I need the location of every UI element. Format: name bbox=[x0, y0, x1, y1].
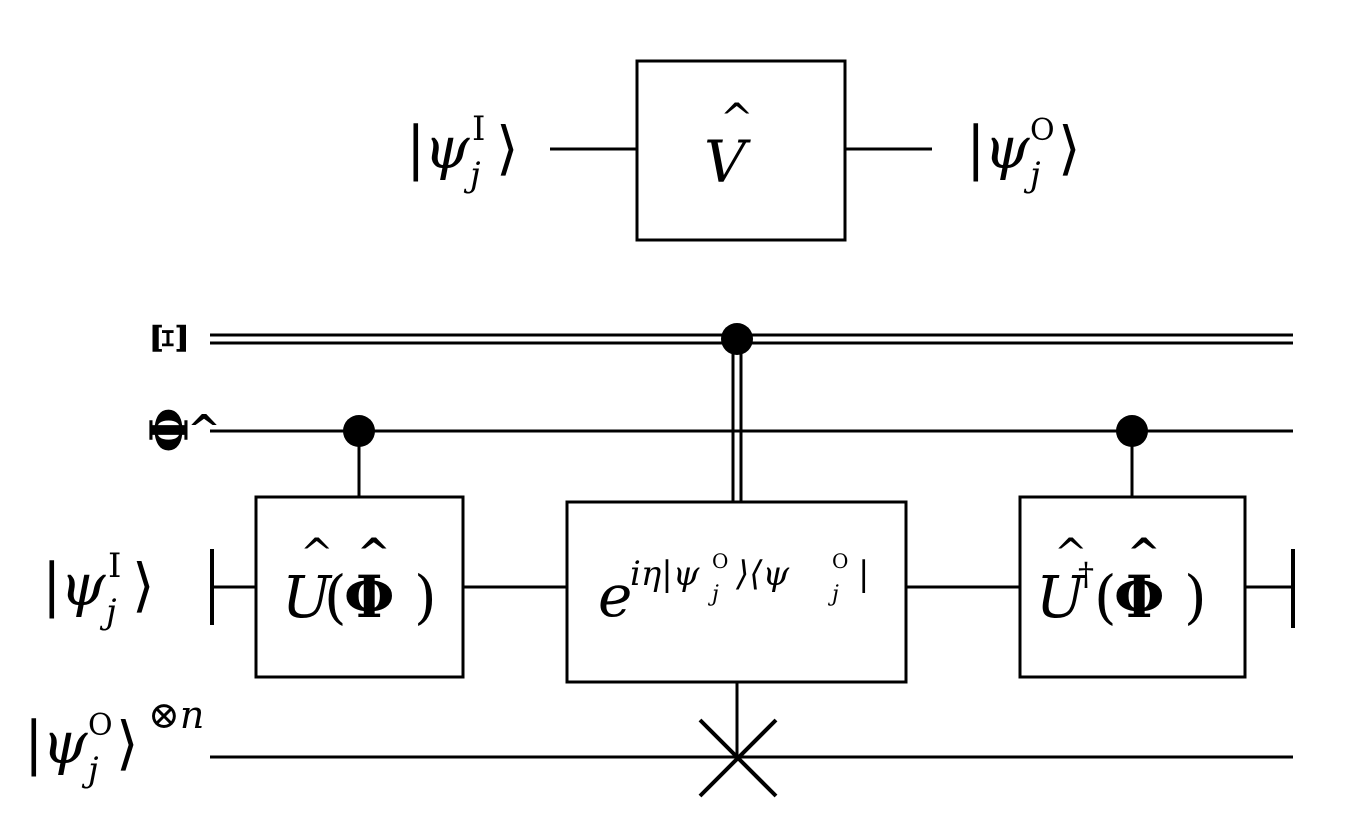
exp-mid: ⟩⟨ψ bbox=[735, 554, 790, 594]
exp-base: e bbox=[598, 562, 632, 630]
udag-symbol: U bbox=[1036, 563, 1087, 631]
psi-out-n-ket-label: | ψ O j ⟩ ⊗n bbox=[24, 693, 204, 790]
superscript-o: O bbox=[88, 708, 113, 743]
bottom-circuit: Ξ Φ ^ | ψ I j ⟩ | ψ O j ⟩ ⊗n bbox=[24, 322, 1295, 798]
v-gate-label: ^ V bbox=[704, 96, 754, 196]
udag-lparen: ( bbox=[1094, 563, 1117, 631]
u-hat: ^ bbox=[300, 531, 334, 577]
udag-arg-hat: ^ bbox=[1127, 530, 1161, 577]
exp-sup1: O bbox=[712, 549, 728, 573]
exp-gate-box bbox=[565, 500, 908, 684]
top-output-ket-label: | ψ O j ⟩ bbox=[966, 113, 1081, 195]
ket-close: ⟩ bbox=[496, 114, 519, 182]
superscript-i: I bbox=[472, 109, 485, 149]
phi-symbol: Φ bbox=[140, 407, 201, 452]
exp-exponent: iη|ψ bbox=[630, 554, 700, 594]
v-hat: ^ bbox=[720, 96, 754, 142]
u-arg-hat: ^ bbox=[357, 530, 391, 577]
top-input-ket-label: | ψ I j ⟩ bbox=[406, 109, 519, 195]
u-arg-phi: Φ bbox=[344, 563, 395, 631]
ket-open: | bbox=[24, 709, 44, 777]
phi-wire-label: Φ ^ bbox=[140, 407, 221, 454]
ket-open: | bbox=[966, 114, 986, 182]
udag-hat: ^ bbox=[1054, 531, 1088, 577]
psi-in-wire bbox=[210, 549, 1295, 628]
udag-gate-box bbox=[1018, 495, 1247, 679]
ket-close: ⟩ bbox=[132, 551, 155, 619]
superscript-o: O bbox=[1030, 113, 1055, 148]
psi-symbol: ψ bbox=[42, 709, 88, 777]
exp-sup2: O bbox=[832, 549, 848, 573]
xi-wire-label: Ξ bbox=[143, 322, 197, 354]
udag-rparen: ) bbox=[1184, 563, 1207, 631]
exp-control-dot bbox=[721, 323, 753, 355]
ket-open: | bbox=[406, 114, 426, 182]
ket-close: ⟩ bbox=[116, 709, 139, 777]
exp-gate: e iη|ψ O j ⟩⟨ψ O j | bbox=[565, 323, 908, 798]
u-gate: ^ U ( ^ Φ ) bbox=[254, 415, 465, 679]
top-circuit: | ψ I j ⟩ ^ V | ψ O j ⟩ bbox=[406, 59, 1081, 242]
psi-symbol: ψ bbox=[424, 114, 470, 182]
u-gate-box bbox=[254, 495, 465, 679]
ket-open: | bbox=[42, 551, 62, 619]
tensor-power: ⊗n bbox=[148, 693, 204, 737]
u-lparen: ( bbox=[324, 563, 347, 631]
ket-close: ⟩ bbox=[1058, 114, 1081, 182]
udag-gate: ^ U † ( ^ Φ ) bbox=[1018, 415, 1247, 679]
udag-dagger: † bbox=[1078, 555, 1094, 593]
exp-end: | bbox=[858, 554, 869, 594]
superscript-i: I bbox=[108, 546, 121, 586]
psi-symbol: ψ bbox=[984, 114, 1030, 182]
u-rparen: ) bbox=[414, 563, 437, 631]
psi-in-ket-label: | ψ I j ⟩ bbox=[42, 546, 155, 632]
udag-arg-phi: Φ bbox=[1114, 563, 1165, 631]
u-symbol: U bbox=[282, 563, 333, 631]
v-symbol: V bbox=[704, 128, 751, 196]
swap-cross-icon bbox=[698, 718, 778, 798]
psi-symbol: ψ bbox=[60, 551, 106, 619]
